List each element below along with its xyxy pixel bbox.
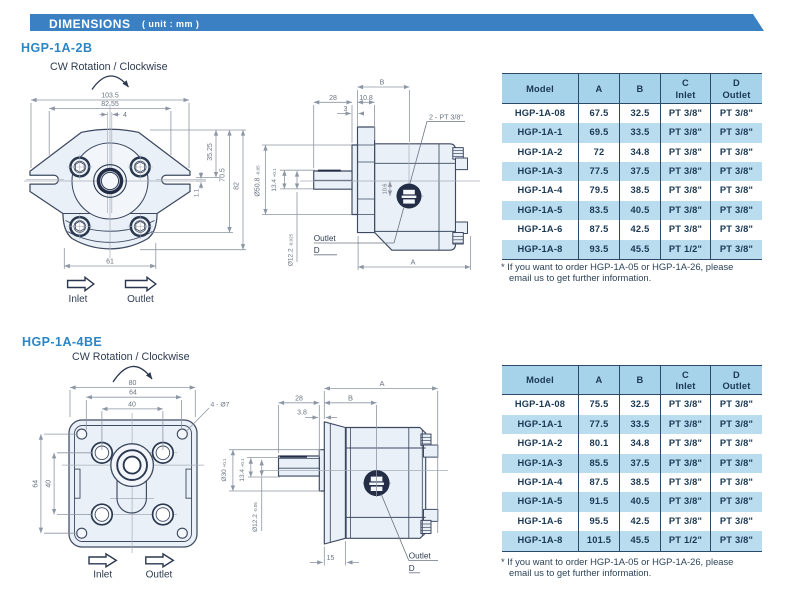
- svg-text:Inlet: Inlet: [69, 294, 88, 305]
- svg-text:64: 64: [33, 480, 40, 488]
- svg-text:Outlet: Outlet: [409, 552, 432, 561]
- svg-text:B: B: [348, 393, 353, 402]
- svg-text:Outlet: Outlet: [146, 570, 173, 581]
- svg-text:Outlet: Outlet: [314, 234, 337, 243]
- svg-text:82: 82: [234, 182, 241, 190]
- svg-text:80: 80: [129, 380, 137, 387]
- svg-text:82.55: 82.55: [101, 101, 119, 108]
- svg-text:10.6: 10.6: [383, 184, 389, 195]
- svg-text:35.25: 35.25: [207, 143, 214, 161]
- svg-text:15: 15: [327, 555, 335, 562]
- svg-text:40: 40: [128, 401, 136, 408]
- svg-text:13.4 +0.1: 13.4 +0.1: [239, 458, 246, 482]
- svg-text:61: 61: [106, 259, 114, 266]
- svg-text:64: 64: [129, 390, 137, 397]
- svg-text:40: 40: [46, 480, 53, 488]
- svg-text:Ø12.2 -0.05: Ø12.2 -0.05: [252, 502, 259, 532]
- svg-text:D: D: [314, 246, 320, 255]
- svg-text:1.1: 1.1: [195, 188, 201, 197]
- svg-text:3: 3: [344, 106, 348, 113]
- svg-text:D: D: [409, 564, 415, 573]
- svg-text:B: B: [380, 80, 385, 87]
- svg-text:Inlet: Inlet: [93, 570, 112, 581]
- svg-text:4: 4: [123, 112, 127, 119]
- svg-text:70.5: 70.5: [220, 168, 227, 182]
- svg-text:13.4 +0.1: 13.4 +0.1: [271, 168, 278, 192]
- svg-text:Ø50.8 -0.05: Ø50.8 -0.05: [255, 165, 262, 197]
- svg-text:10.8: 10.8: [359, 95, 373, 102]
- svg-text:28: 28: [329, 95, 337, 102]
- svg-text:103.5: 103.5: [101, 93, 119, 100]
- svg-text:A: A: [410, 258, 415, 267]
- svg-text:4 - Ø7: 4 - Ø7: [211, 402, 230, 409]
- svg-text:Ø12.2 -0.025: Ø12.2 -0.025: [288, 233, 295, 266]
- svg-text:2 - PT 3/8": 2 - PT 3/8": [429, 113, 463, 122]
- svg-text:Outlet: Outlet: [127, 294, 154, 305]
- svg-text:A: A: [379, 379, 384, 388]
- svg-text:28: 28: [295, 395, 303, 402]
- svg-text:Ø30 +0.1: Ø30 +0.1: [221, 458, 228, 481]
- svg-text:3.8: 3.8: [297, 410, 307, 417]
